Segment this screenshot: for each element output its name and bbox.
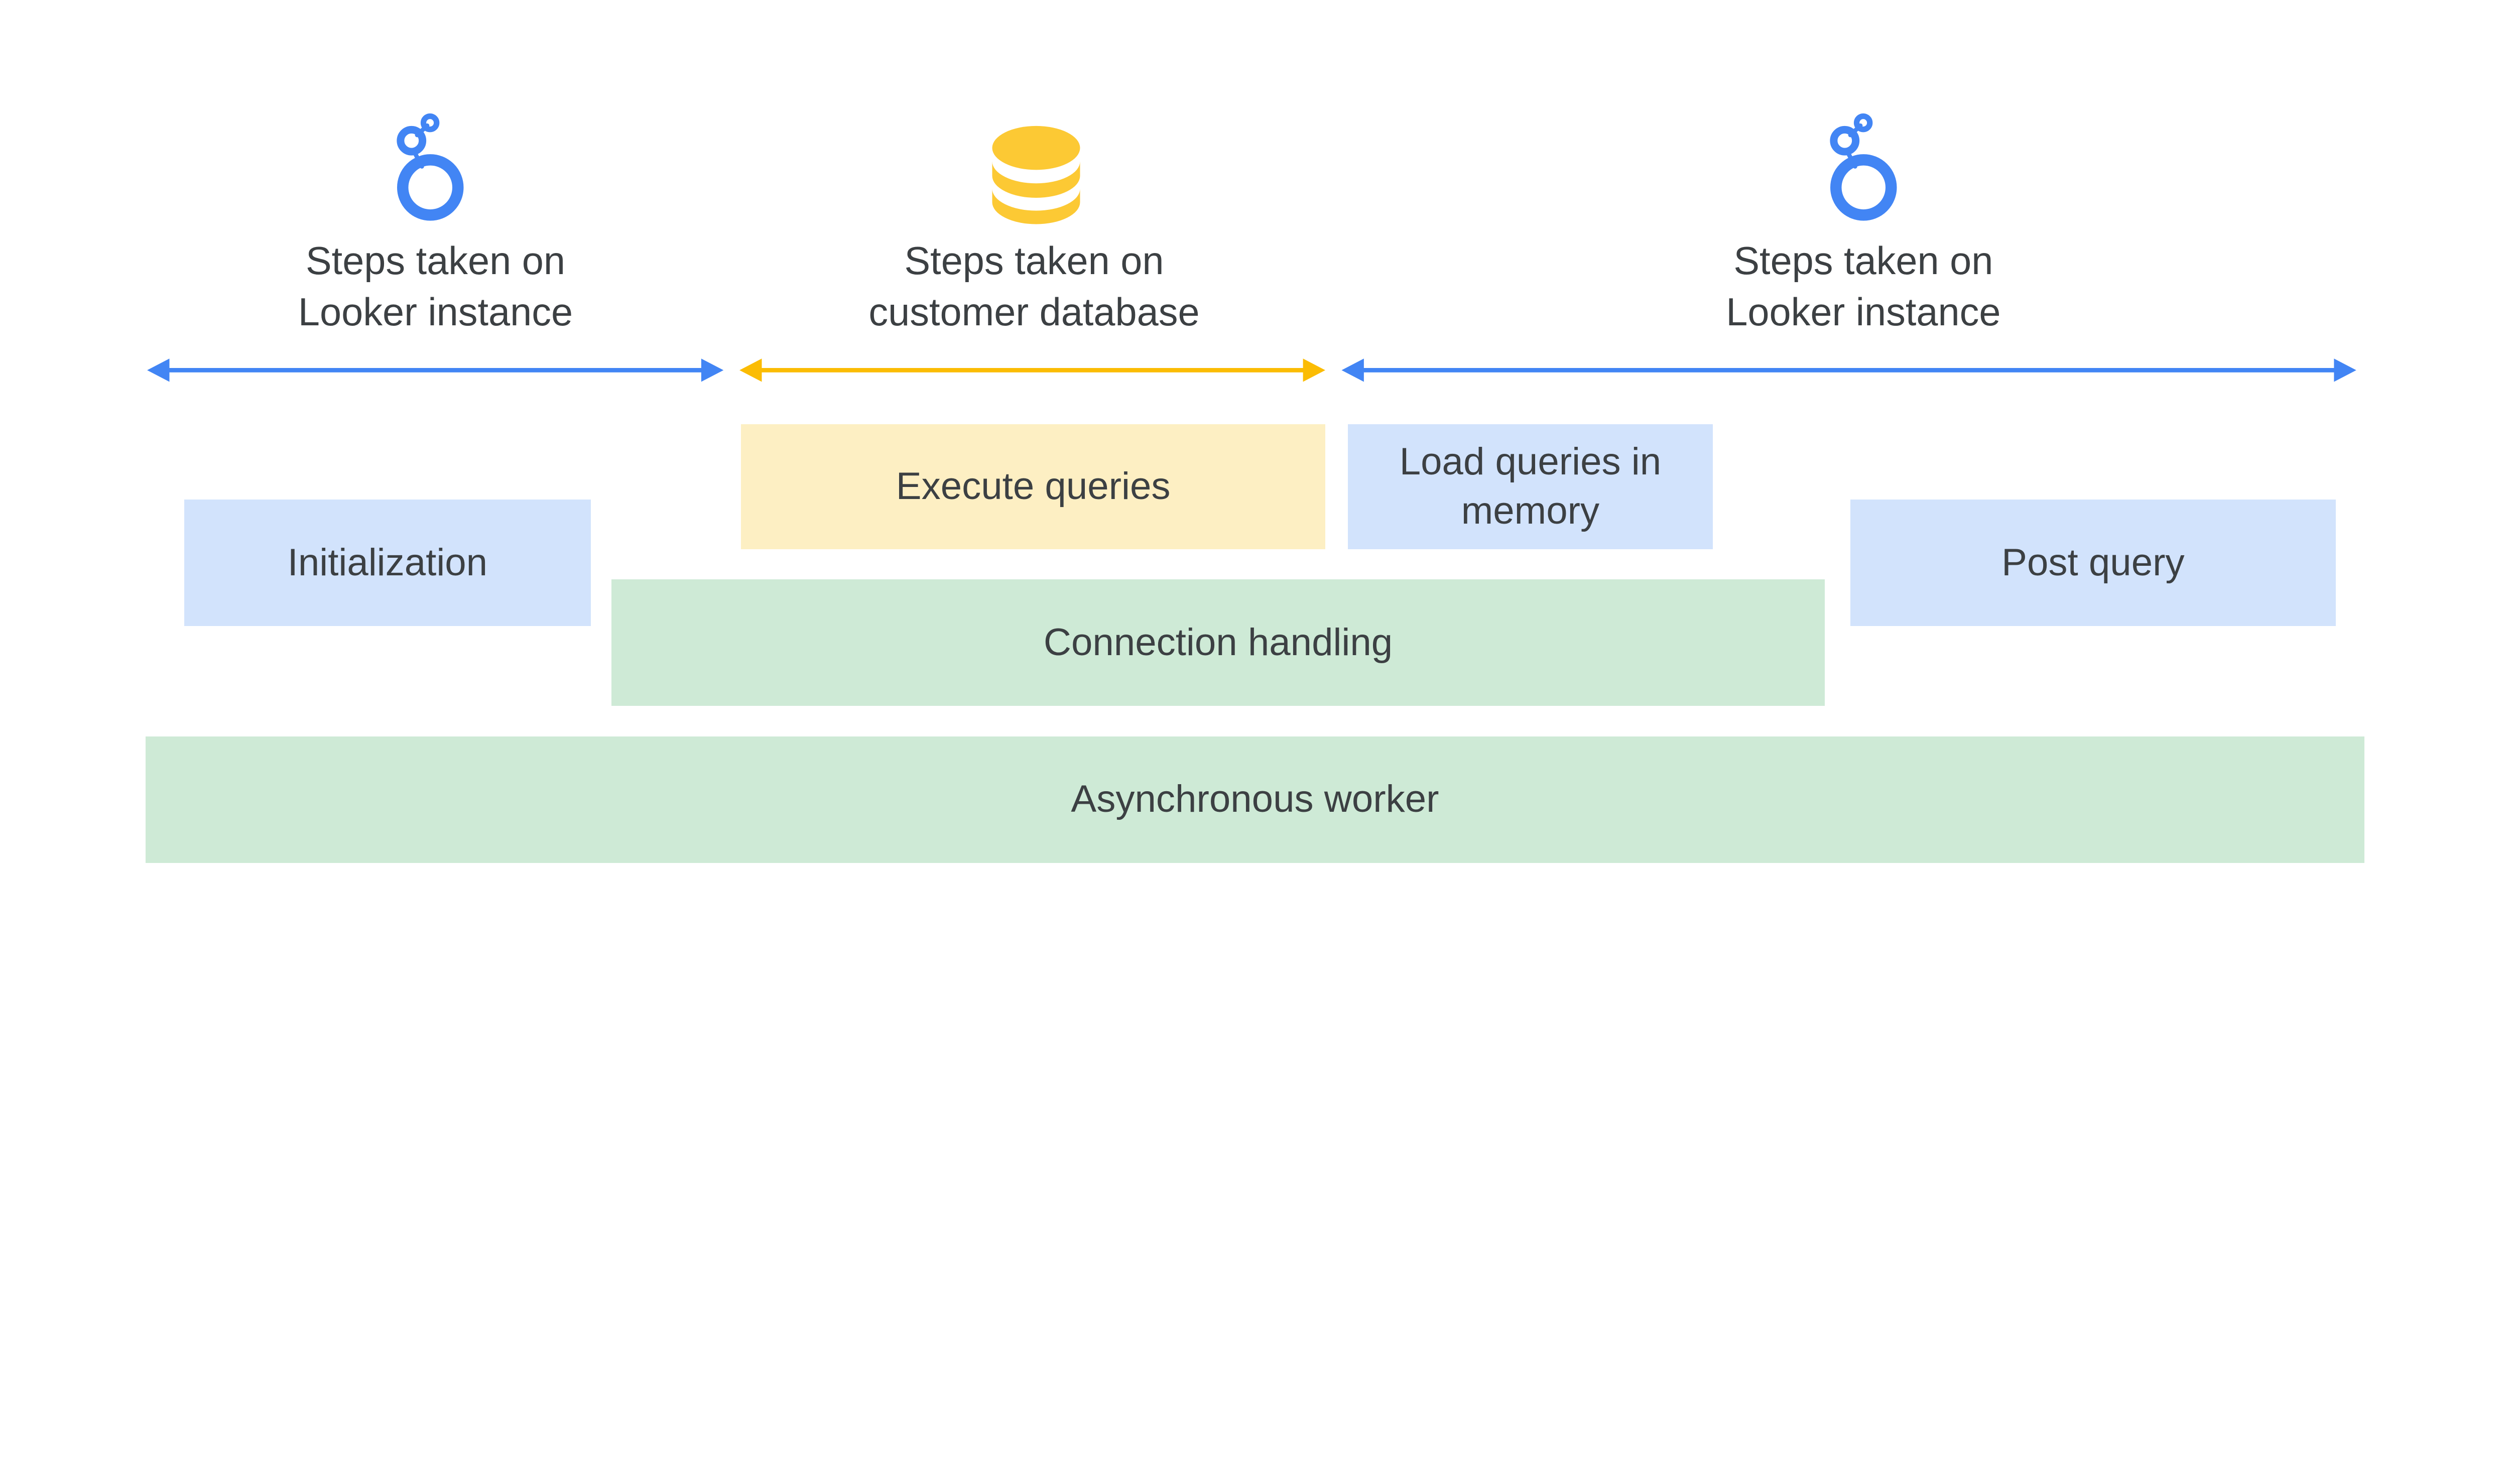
load-queries-label: Load queries in memory — [1399, 440, 1662, 533]
double-arrow-looker-right — [1341, 358, 2356, 382]
post-query-box: Post query — [1850, 500, 2336, 626]
header-looker-instance-right: Steps taken on Looker instance — [1726, 239, 2001, 334]
connection-handling-box: Connection handling — [611, 579, 1825, 706]
looker-logo-icon — [1830, 113, 1897, 221]
header-customer-database: Steps taken on customer database — [868, 239, 1200, 334]
double-arrow-database — [739, 358, 1325, 382]
phase-arrows — [147, 358, 2356, 382]
asynchronous-worker-box: Asynchronous worker — [146, 736, 2364, 863]
looker-logo-icon — [397, 113, 464, 221]
initialization-box: Initialization — [184, 500, 591, 626]
database-icon — [992, 126, 1080, 224]
load-queries-box: Load queries in memory — [1348, 424, 1713, 549]
execute-queries-box: Execute queries — [741, 424, 1325, 549]
double-arrow-looker-left — [147, 358, 724, 382]
header-looker-instance-left: Steps taken on Looker instance — [298, 239, 573, 334]
